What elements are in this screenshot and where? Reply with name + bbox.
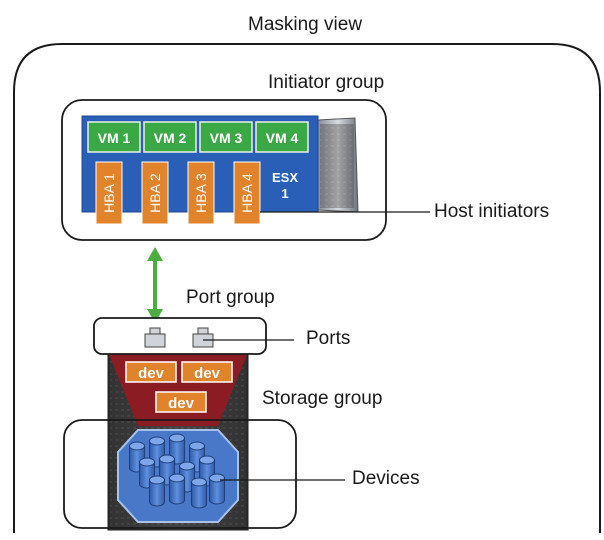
- host-initiators-label: Host initiators: [434, 201, 550, 222]
- dev-box: [181, 361, 233, 383]
- disk-icon: [209, 473, 225, 505]
- dev-label: dev: [168, 395, 195, 412]
- disk-icon: [149, 475, 165, 507]
- masking-view-title: Masking view: [248, 14, 363, 35]
- vm-row: VM 1 VM 2 VM 3 VM 4: [87, 121, 309, 153]
- port-icon: [144, 327, 166, 348]
- disk-cluster: [129, 433, 225, 509]
- devices-label: Devices: [352, 468, 420, 489]
- vm-label: VM 3: [210, 130, 243, 146]
- masking-view-frame: [13, 43, 601, 533]
- hba-label: HBA 3: [193, 173, 209, 213]
- dev-label: dev: [194, 365, 221, 382]
- disk-icon: [169, 473, 185, 505]
- hba-label: HBA 1: [101, 173, 117, 213]
- storage-group-box: [63, 419, 297, 529]
- port-group-box: [93, 317, 267, 355]
- disk-icon: [191, 477, 207, 509]
- hba-label: HBA 2: [147, 173, 163, 213]
- initiator-group-label: Initiator group: [268, 72, 385, 93]
- vm-box: [199, 121, 253, 153]
- hba-row: HBA 1 HBA 2 HBA 3 HBA 4: [95, 161, 261, 225]
- hba-card: [141, 161, 169, 225]
- hba-label: HBA 4: [239, 173, 255, 213]
- vm-box: [255, 121, 309, 153]
- hba-card: [187, 161, 215, 225]
- esx-label: ESX: [272, 170, 298, 185]
- initiator-group-box: [61, 99, 387, 241]
- vm-box: [87, 121, 141, 153]
- dev-box: [155, 391, 207, 413]
- vm-label: VM 4: [266, 130, 299, 146]
- vm-label: VM 1: [98, 130, 131, 146]
- dev-label: dev: [138, 365, 165, 382]
- hba-card: [233, 161, 261, 225]
- vm-box: [143, 121, 197, 153]
- dev-box: [125, 361, 177, 383]
- hba-card: [95, 161, 123, 225]
- server-chassis: [317, 117, 359, 213]
- port-icon: [192, 327, 214, 348]
- host-to-storage-link: [147, 247, 163, 323]
- port-group-label: Port group: [186, 287, 275, 308]
- esx-number: 1: [281, 186, 288, 201]
- storage-group-label: Storage group: [262, 388, 383, 409]
- vm-label: VM 2: [154, 130, 187, 146]
- ports-label: Ports: [306, 328, 351, 349]
